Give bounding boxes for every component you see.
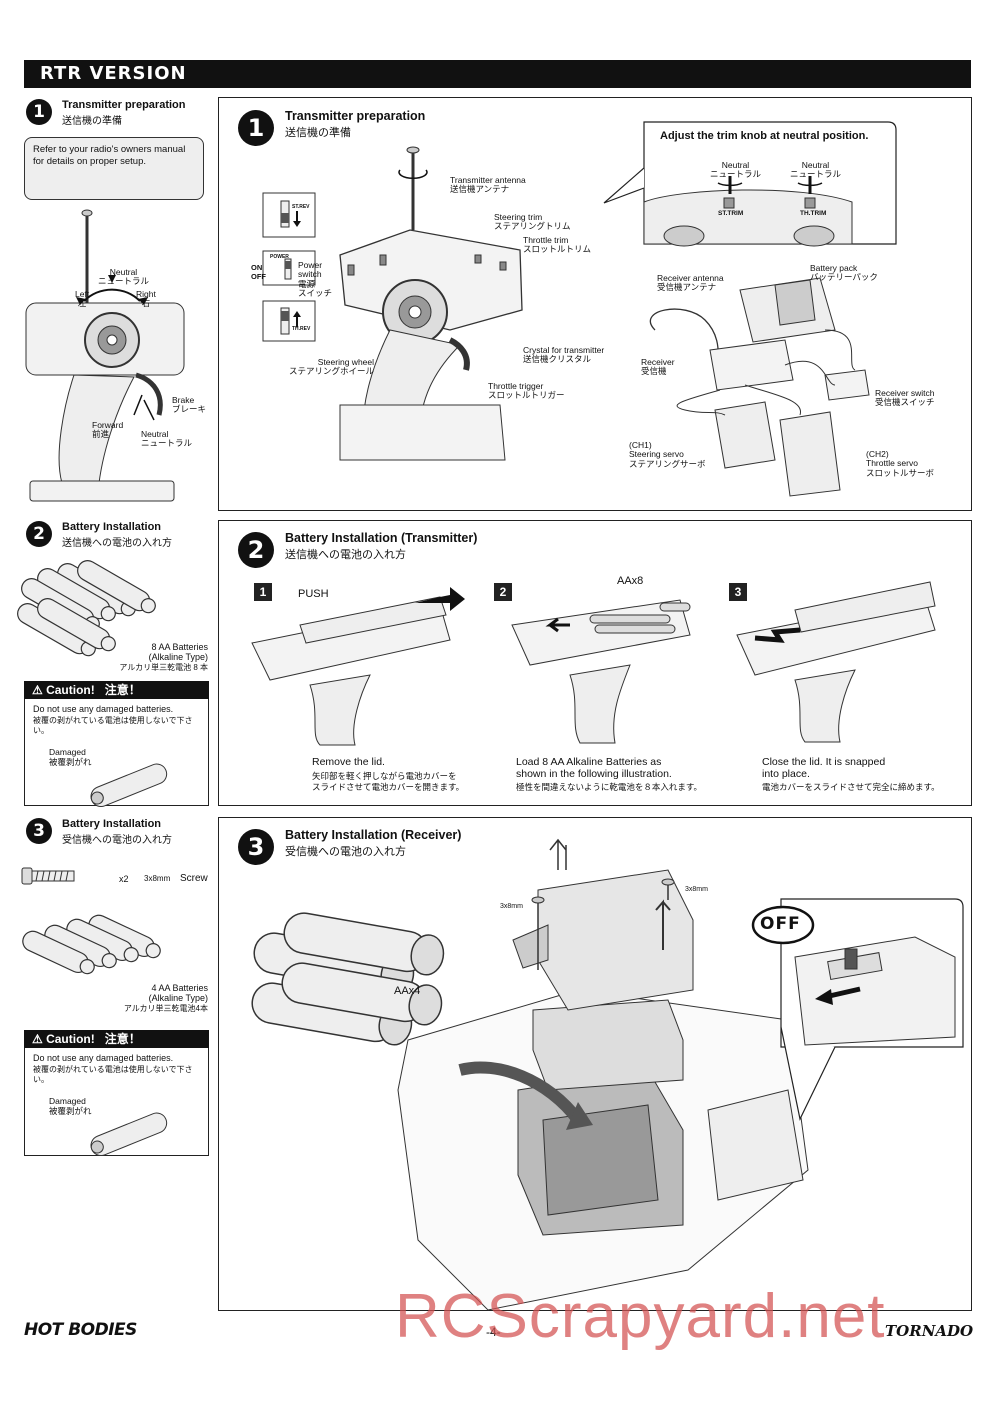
transmitter-detail-illustration: [339, 146, 523, 461]
step-number: 1: [238, 110, 274, 146]
st-rev-label: ST.REV: [292, 204, 310, 210]
switch-boxes: [262, 192, 316, 342]
step-title-jp: 受信機への電池の入れ方: [62, 835, 172, 846]
substep-number: 2: [494, 583, 512, 601]
th-rev-label: TH.REV: [292, 326, 311, 332]
brand-logo-hot-bodies: HOT BODIES: [24, 1320, 137, 1340]
off-label: OFF: [251, 272, 266, 281]
step-number: 2: [26, 521, 52, 547]
receiver-switch-callout: [751, 898, 964, 1121]
aa-batteries-4-illustration: [22, 914, 161, 975]
panel-transmitter-preparation: [218, 97, 972, 511]
st-trim-label: ST.TRIM: [718, 210, 744, 217]
off-label: OFF: [760, 914, 801, 934]
panel-battery-installation-receiver: [218, 817, 972, 1311]
panel-title-jp: 送信機への電池の入れ方: [285, 549, 406, 561]
brand-logo-tornado: TORNADO: [885, 1322, 974, 1340]
screw-size-right: 3x8mm: [685, 886, 708, 893]
trim-instruction: Adjust the trim knob at neutral position…: [660, 130, 869, 142]
receiver-battery-illustration: [251, 838, 809, 1311]
substep-number: 1: [254, 583, 272, 601]
screw-icon: [21, 867, 75, 885]
caution-box: ⚠ Caution! 注意！ Do not use any damaged ba…: [24, 681, 209, 808]
step-number: 3: [238, 829, 274, 865]
step-title-jp: 送信機への電池の入れ方: [62, 538, 172, 549]
screw-size-left: 3x8mm: [500, 903, 523, 910]
transmitter-illustration: [25, 209, 185, 502]
remove-lid-illustration: [251, 587, 465, 746]
receiver-system-illustration: [649, 277, 870, 497]
push-label: PUSH: [298, 588, 329, 600]
watermark: RCScrapyard.net: [395, 1282, 886, 1351]
caution-header: ⚠ Caution! 注意！: [24, 681, 209, 699]
caution-header: ⚠ Caution! 注意！: [24, 1030, 209, 1048]
step-number: 1: [26, 99, 52, 125]
step-number: 3: [26, 818, 52, 844]
power-switch-label: POWER: [270, 254, 289, 260]
section-header: RTR VERSION: [24, 60, 971, 88]
step-title: Battery Installation: [62, 521, 162, 533]
substep-number: 3: [729, 583, 747, 601]
aax8-label: AAx8: [617, 575, 644, 587]
caption-load-batteries: Load 8 AA Alkaline Batteries as shown in…: [516, 756, 702, 793]
step-title-jp: 送信機の準備: [62, 116, 122, 127]
step-number: 2: [238, 532, 274, 568]
screw-size: 3x8mm: [144, 874, 171, 883]
panel-title: Transmitter preparation: [285, 109, 426, 123]
damaged-battery-icon: [90, 1112, 168, 1157]
caption-close-lid: Close the lid. It is snapped into place.…: [762, 756, 940, 793]
battery-count-4: 4 AA Batteries(Alkaline Type)アルカリ単三乾電池4本: [123, 983, 208, 1013]
panel-title-jp: 送信機の準備: [285, 127, 351, 139]
caption-remove-lid: Remove the lid. 矢印部を軽く押しながら電池カバーを スライドさせ…: [312, 756, 465, 792]
th-trim-label: TH.TRIM: [800, 210, 827, 217]
panel-title: Battery Installation (Receiver): [285, 828, 462, 842]
panel-title: Battery Installation (Transmitter): [285, 531, 478, 545]
panel-battery-installation-transmitter: [218, 520, 972, 806]
caution-text: Do not use any damaged batteries.: [33, 704, 174, 714]
close-lid-illustration: [736, 581, 936, 743]
screw-qty: x2: [119, 874, 129, 884]
aax4-label: AAx4: [394, 985, 421, 997]
trim-callout: [603, 121, 897, 247]
panel-title-jp: 受信機への電池の入れ方: [285, 846, 406, 858]
step-title: Battery Installation: [62, 818, 162, 830]
caution-box: ⚠ Caution! 注意！ Do not use any damaged ba…: [24, 1030, 209, 1157]
caution-text: Do not use any damaged batteries.: [33, 1053, 174, 1063]
step-title: Transmitter preparation: [62, 99, 186, 111]
load-batteries-illustration: [511, 599, 691, 744]
page-number: -4-: [486, 1325, 501, 1339]
screw-label: Screw: [180, 873, 208, 884]
damaged-battery-icon: [90, 763, 168, 808]
on-label: ON: [251, 263, 263, 272]
aa-batteries-8-illustration: [17, 560, 156, 657]
setup-note: Refer to your radio's owners manual for …: [24, 137, 204, 200]
battery-count-8: 8 AA Batteries(Alkaline Type)アルカリ単三乾電池 8…: [119, 642, 208, 672]
